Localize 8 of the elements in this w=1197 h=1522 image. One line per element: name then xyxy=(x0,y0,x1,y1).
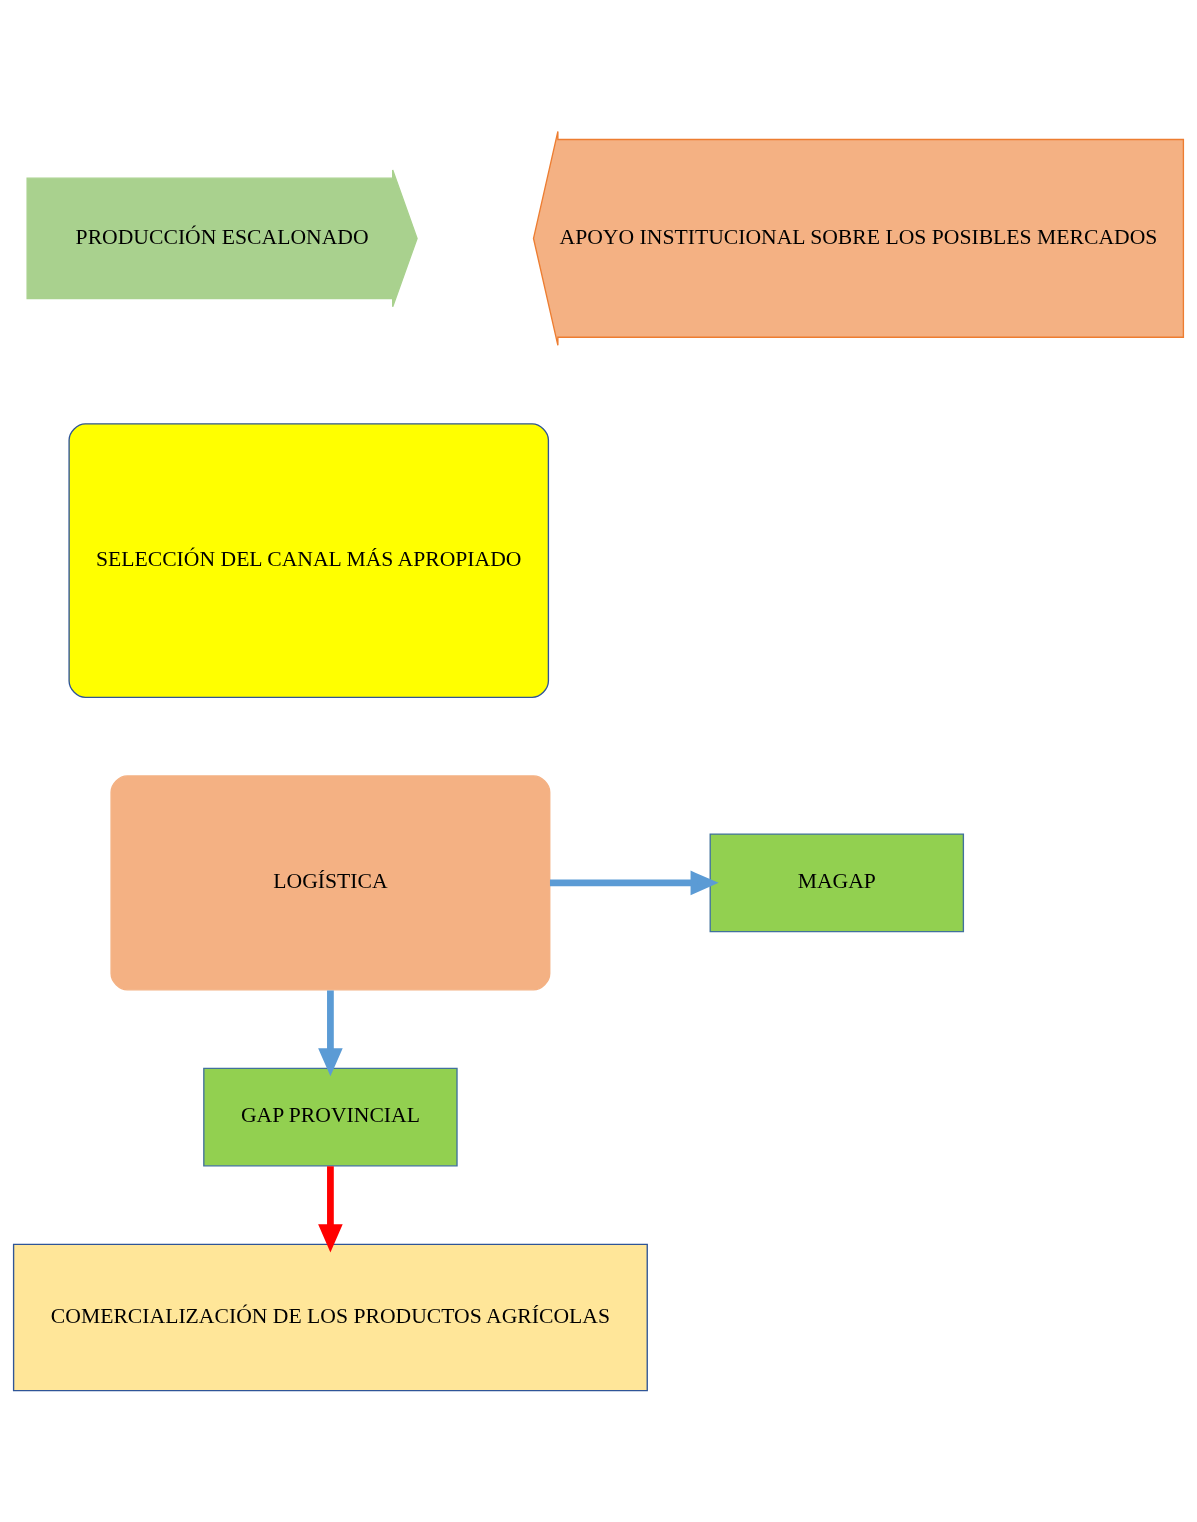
node-box: GAP PROVINCIAL xyxy=(203,1067,458,1167)
node-box: SELECCIÓN DEL CANAL MÁS APROPIADO xyxy=(68,423,550,699)
arrow xyxy=(549,870,719,896)
node-box: COMERCIALIZACIÓN DE LOS PRODUCTOS AGRÍCOLAS xyxy=(12,1243,648,1392)
arrow xyxy=(318,990,343,1077)
node-box: MAGAP xyxy=(709,833,965,933)
arrow xyxy=(318,1166,343,1253)
node-box: LOGÍSTICA xyxy=(110,775,551,991)
